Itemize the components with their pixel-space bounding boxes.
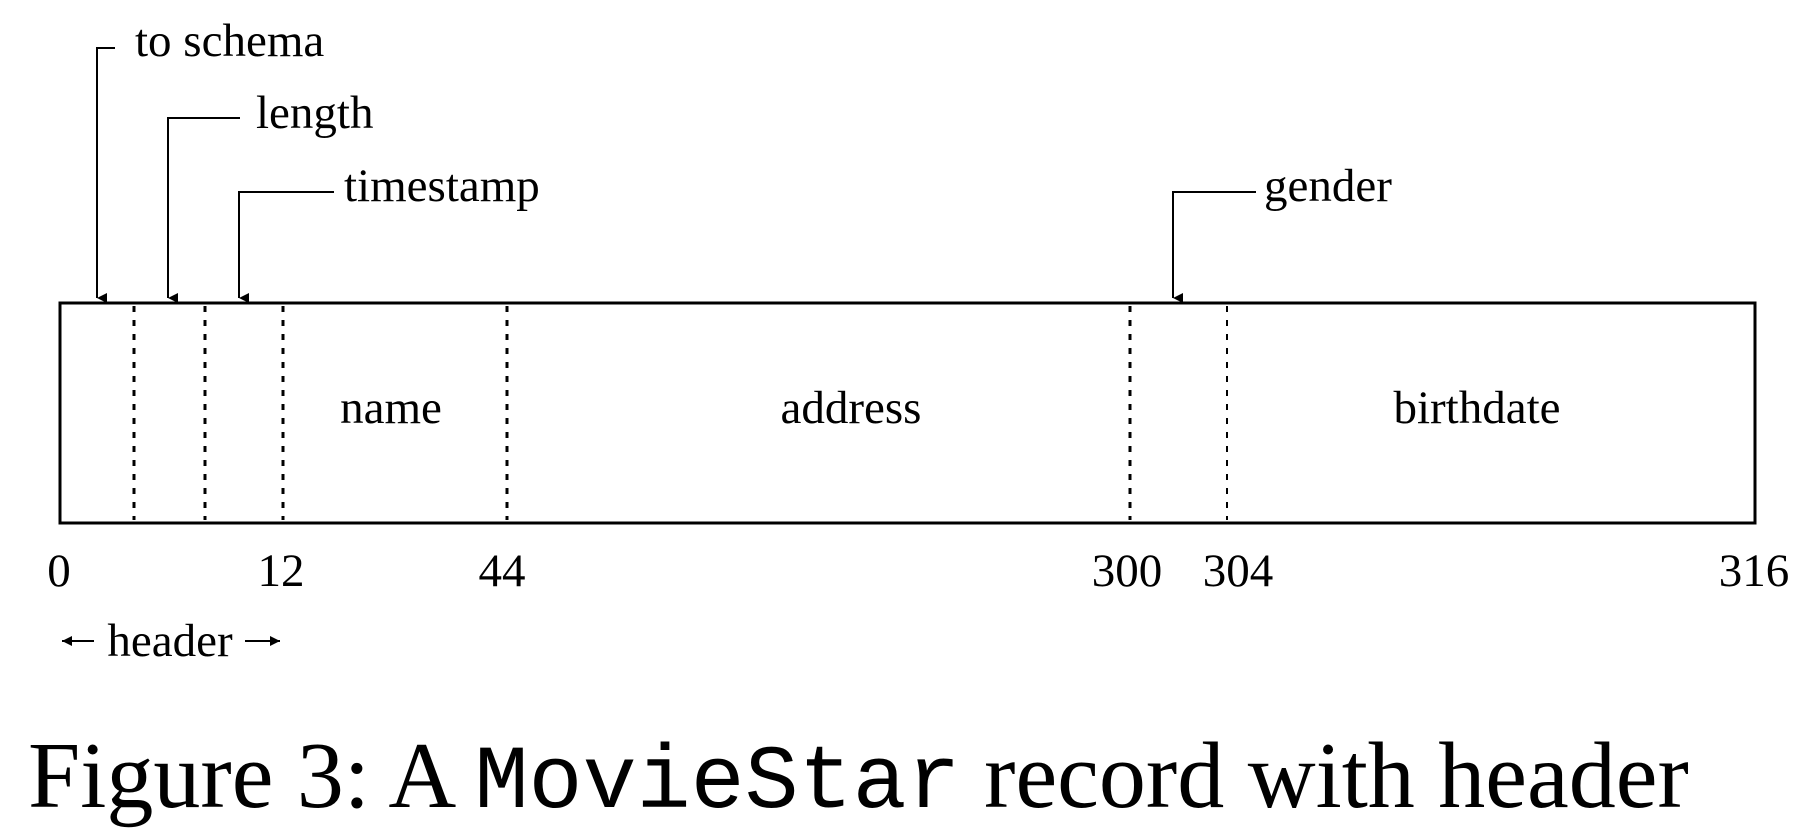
to-schema-label: to schema xyxy=(135,15,324,67)
offset-44: 44 xyxy=(479,545,526,597)
to-schema-leader xyxy=(96,47,115,303)
record-box xyxy=(58,301,1757,525)
offset-304: 304 xyxy=(1203,545,1274,597)
field-name-label: name xyxy=(340,382,442,434)
field-address-label: address xyxy=(781,382,922,434)
gender-label: gender xyxy=(1264,160,1392,212)
timestamp-label: timestamp xyxy=(344,160,540,212)
offset-316: 316 xyxy=(1719,545,1790,597)
header-span-label: header xyxy=(107,615,233,667)
caption-suffix: record with header xyxy=(961,724,1689,828)
timestamp-leader xyxy=(238,191,334,303)
offset-300: 300 xyxy=(1092,545,1163,597)
figure-caption: Figure 3: A MovieStar record with header xyxy=(28,724,1689,835)
field-birthdate-label: birthdate xyxy=(1393,382,1560,434)
field-dividers xyxy=(132,306,1132,520)
pointer-leaders xyxy=(96,47,1256,303)
length-leader xyxy=(167,117,240,303)
length-label: length xyxy=(256,87,373,139)
caption-code: MovieStar xyxy=(475,733,961,835)
caption-prefix: Figure 3: A xyxy=(28,724,475,828)
offset-12: 12 xyxy=(258,545,305,597)
offset-0: 0 xyxy=(47,545,71,597)
gender-leader xyxy=(1172,191,1256,303)
